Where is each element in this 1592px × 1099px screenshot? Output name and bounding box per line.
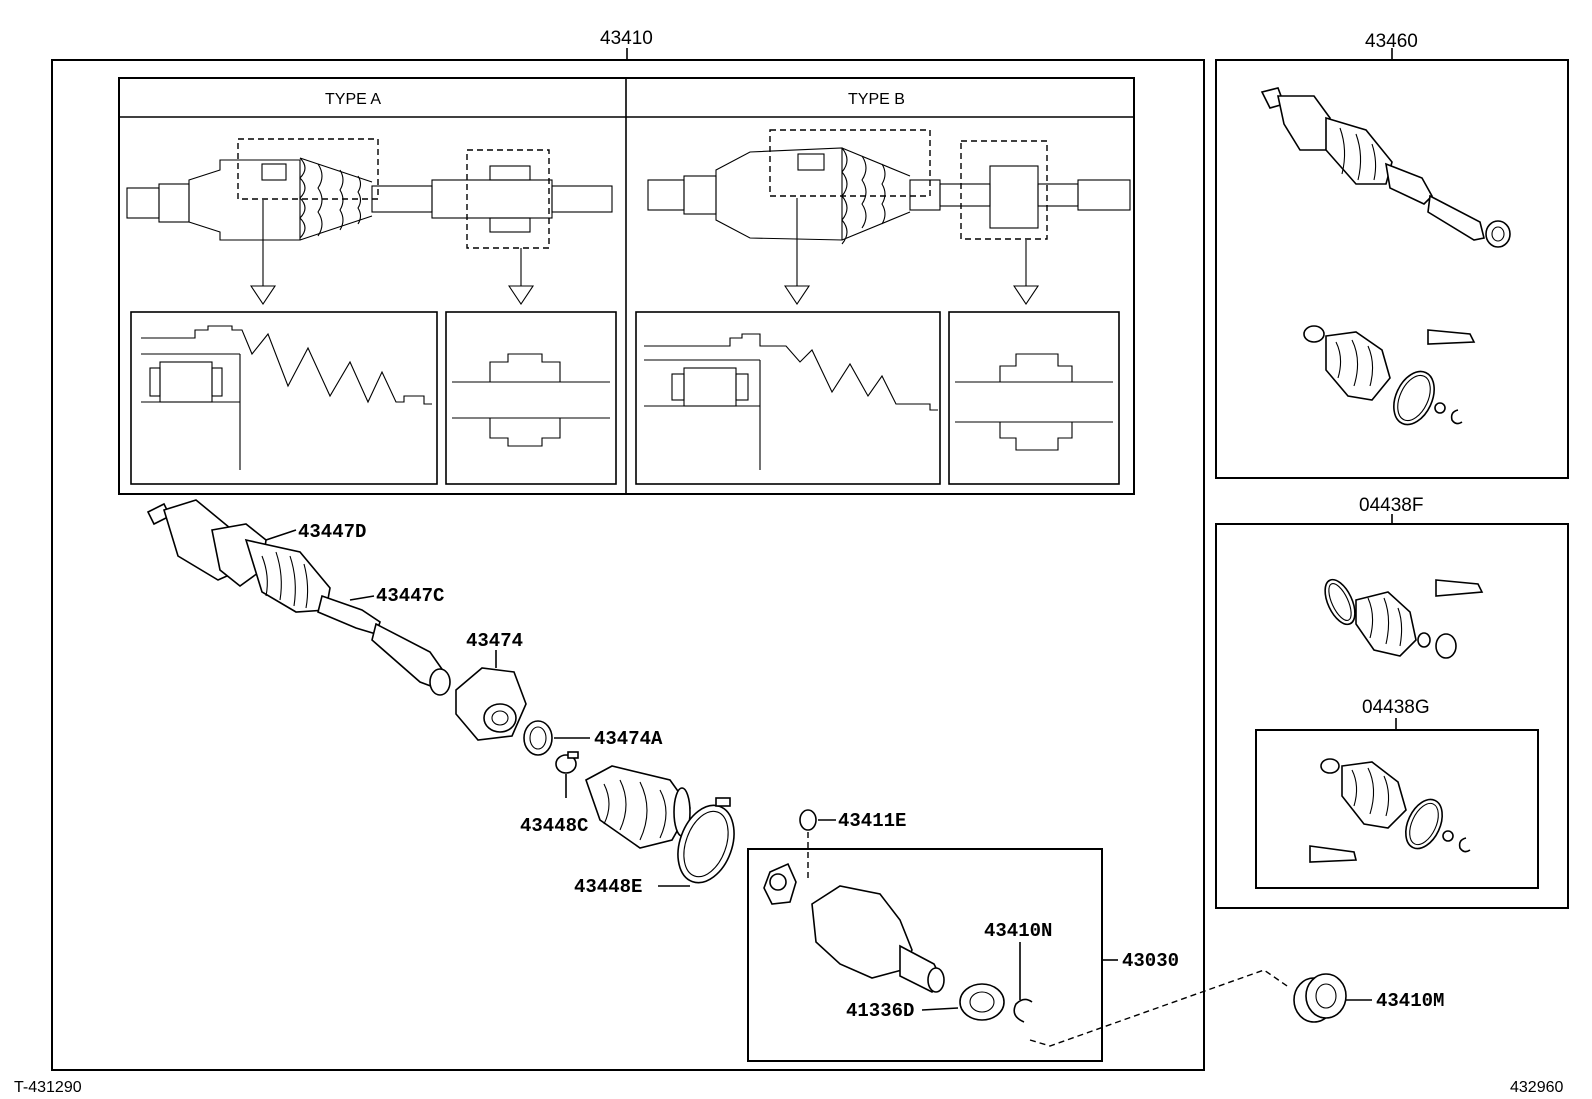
part-43030-outer-joint-box [747,848,1103,1062]
label-43460: 43460 [1365,31,1418,52]
part-43410N-snap-ring [1013,998,1033,1023]
label-43410N: 43410N [984,920,1052,942]
label-43448E: 43448E [574,876,642,898]
label-43474A: 43474A [594,728,663,750]
label-43410M: 43410M [1376,990,1444,1012]
type-b-detail-right [948,311,1120,485]
label-41336D: 41336D [846,1000,914,1022]
kit-04438G-parts [1309,758,1471,863]
type-a-detail-right [445,311,617,485]
footer-right-code: 432960 [1510,1079,1563,1096]
label-43448C: 43448C [520,815,588,837]
kit-04438F-parts [1324,578,1484,659]
assembly-43460-boot-kit [1303,325,1476,426]
label-43410: 43410 [600,28,653,49]
outer-joint-housing [811,885,945,993]
assembly-43410-frame [51,59,1205,1071]
part-43448E-clamp [677,797,735,884]
part-41336D-seal [959,983,1005,1021]
tripod-joint [763,862,797,905]
inner-joint-boot [585,765,691,849]
footer-left-code: T-431290 [14,1079,82,1096]
label-43030: 43030 [1122,950,1179,972]
label-43447D: 43447D [298,521,366,543]
part-43474A-ring [523,720,553,756]
label-43474: 43474 [466,630,523,652]
label-04438F: 04438F [1359,495,1423,516]
kit-04438G-frame [1255,729,1539,889]
label-type-b: TYPE B [848,91,905,108]
part-43410M-bearing [1293,973,1347,1023]
part-43448C-clamp [555,751,579,774]
part-43411E-circlip [799,809,817,831]
label-type-a: TYPE A [325,91,381,108]
label-43447C: 43447C [376,585,444,607]
assembly-43460-shaft [1260,87,1511,248]
part-43474-damper [455,667,527,741]
type-a-shaft-drawing [126,138,613,249]
type-b-shaft-drawing [647,129,1131,245]
type-a-detail-left [130,311,438,485]
main-shaft-exploded [146,499,451,696]
type-b-detail-left [635,311,941,485]
label-04438G: 04438G [1362,697,1430,718]
assembly-43460-frame [1215,59,1569,479]
label-43411E: 43411E [838,810,906,832]
